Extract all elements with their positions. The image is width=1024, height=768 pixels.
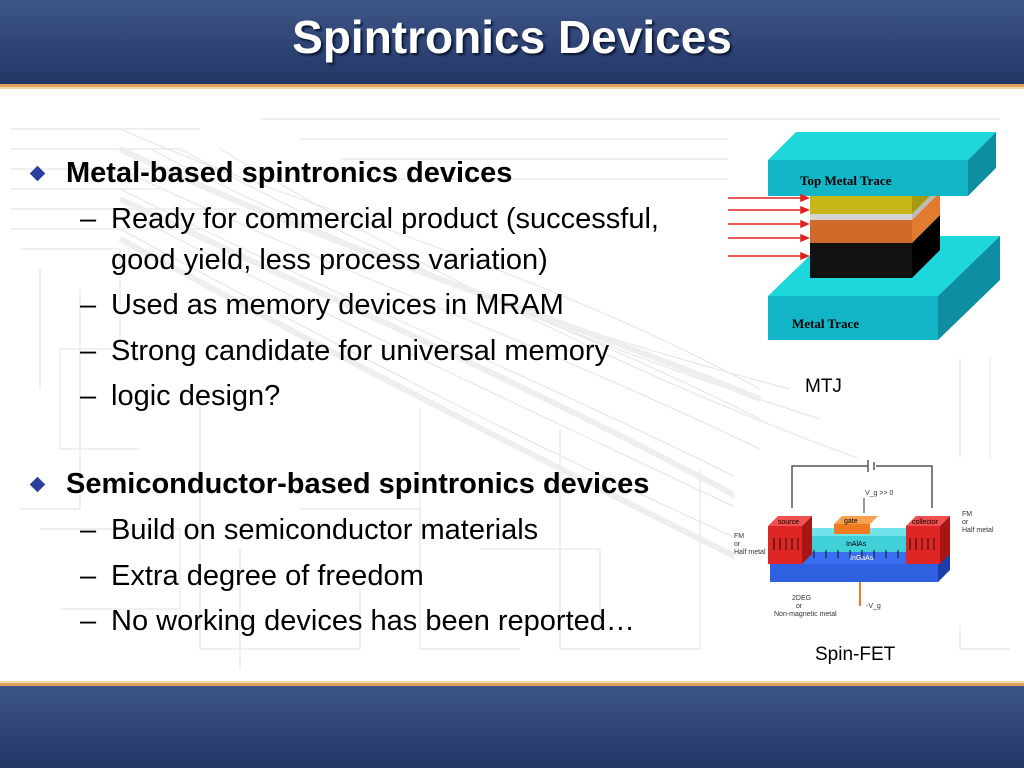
mtj-barrier	[810, 214, 912, 220]
footer-rule-light	[0, 681, 1024, 683]
dash-bullet: –	[80, 605, 97, 637]
dash-bullet: –	[80, 380, 97, 412]
mtj-caption: MTJ	[805, 376, 842, 397]
list-item: Extra degree of freedom	[111, 560, 424, 592]
title-bar	[0, 0, 1024, 86]
title-rule	[0, 84, 1024, 87]
barrier-label: InAlAs	[846, 541, 867, 548]
left-note-1: FM	[734, 533, 744, 540]
mtj-tunnel-layer-side	[912, 192, 940, 243]
mtj-fixed-layer	[810, 243, 912, 278]
bottom-note-2: or	[796, 603, 803, 610]
dash-bullet: –	[80, 514, 97, 546]
bullet-diamond-icon	[29, 165, 46, 182]
inalas-barrier	[782, 536, 932, 552]
dash-bullet: –	[80, 560, 97, 592]
fet-substrate-front	[770, 562, 938, 582]
bottom-note-1: 2DEG	[792, 595, 811, 602]
mtj-fixed-layer-side	[912, 215, 940, 278]
section-heading-metal: Metal-based spintronics devices	[66, 157, 513, 189]
list-item: Build on semiconductor materials	[111, 514, 539, 546]
back-gate-bias-label: -V_g	[866, 603, 881, 610]
bullet-diamond-icon	[29, 476, 46, 493]
top-trace-side-face	[968, 132, 996, 196]
footer-bar	[0, 686, 1024, 768]
right-note-3: Half metal	[962, 527, 994, 534]
bottom-trace-side-face	[938, 236, 1000, 340]
mtj-tunnel-layer	[810, 220, 912, 243]
footer-rule	[0, 683, 1024, 686]
spin-arrows	[773, 538, 935, 558]
source-contact-side	[802, 516, 812, 564]
spin-fet-figure: V_g >> 0 InGaAs InAlAs source collector …	[734, 458, 1000, 626]
gate-bias-label: V_g >> 0	[865, 490, 894, 497]
ingaas-channel	[782, 552, 938, 564]
collector-contact-top	[906, 516, 950, 526]
channel-label: InGaAs	[850, 555, 874, 562]
dash-bullet: –	[80, 203, 97, 235]
mtj-figure: Top Metal Trace Metal Trace	[728, 128, 1018, 358]
mtj-diagram: Top Metal Trace Metal Trace	[728, 132, 1000, 340]
left-note-3: Half metal	[734, 549, 766, 556]
collector-label: collector	[912, 519, 939, 526]
collector-contact	[906, 526, 940, 564]
gate-contact	[834, 524, 870, 534]
list-item: No working devices has been reported…	[111, 605, 635, 637]
slide-title: Spintronics Devices	[292, 11, 732, 63]
circuit-watermark	[10, 118, 1010, 669]
list-item: logic design?	[111, 380, 281, 412]
section-heading-semiconductor: Semiconductor-based spintronics devices	[66, 468, 650, 500]
list-item: Ready for commercial product (successful…	[111, 203, 659, 235]
mtj-top-label: Top Metal Trace	[800, 173, 892, 188]
source-contact	[768, 526, 802, 564]
spin-fet-caption: Spin-FET	[815, 644, 896, 665]
right-note-2: or	[962, 519, 969, 526]
top-trace-front-face	[768, 160, 968, 196]
fet-substrate-side	[938, 550, 950, 582]
dash-bullet: –	[80, 289, 97, 321]
gate-label: gate	[844, 518, 858, 525]
list-item-continued: good yield, less process variation)	[111, 244, 548, 276]
bottom-note-3: Non-magnetic metal	[774, 611, 837, 618]
spin-fet-diagram: V_g >> 0 InGaAs InAlAs source collector …	[734, 460, 994, 618]
collector-contact-side	[940, 516, 950, 564]
mtj-bottom-label: Metal Trace	[792, 316, 859, 331]
left-note-2: or	[734, 541, 741, 548]
right-note-1: FM	[962, 511, 972, 518]
dash-bullet: –	[80, 335, 97, 367]
list-item: Used as memory devices in MRAM	[111, 289, 564, 321]
source-contact-top	[768, 516, 812, 526]
mtj-free-layer	[810, 196, 912, 214]
list-item: Strong candidate for universal memory	[111, 335, 610, 367]
top-trace-top-face	[768, 132, 996, 160]
bottom-trace-front-face	[768, 296, 938, 340]
title-rule-light	[0, 87, 1024, 89]
current-arrows	[728, 193, 810, 261]
gate-contact-top	[834, 516, 878, 524]
source-label: source	[778, 519, 799, 526]
